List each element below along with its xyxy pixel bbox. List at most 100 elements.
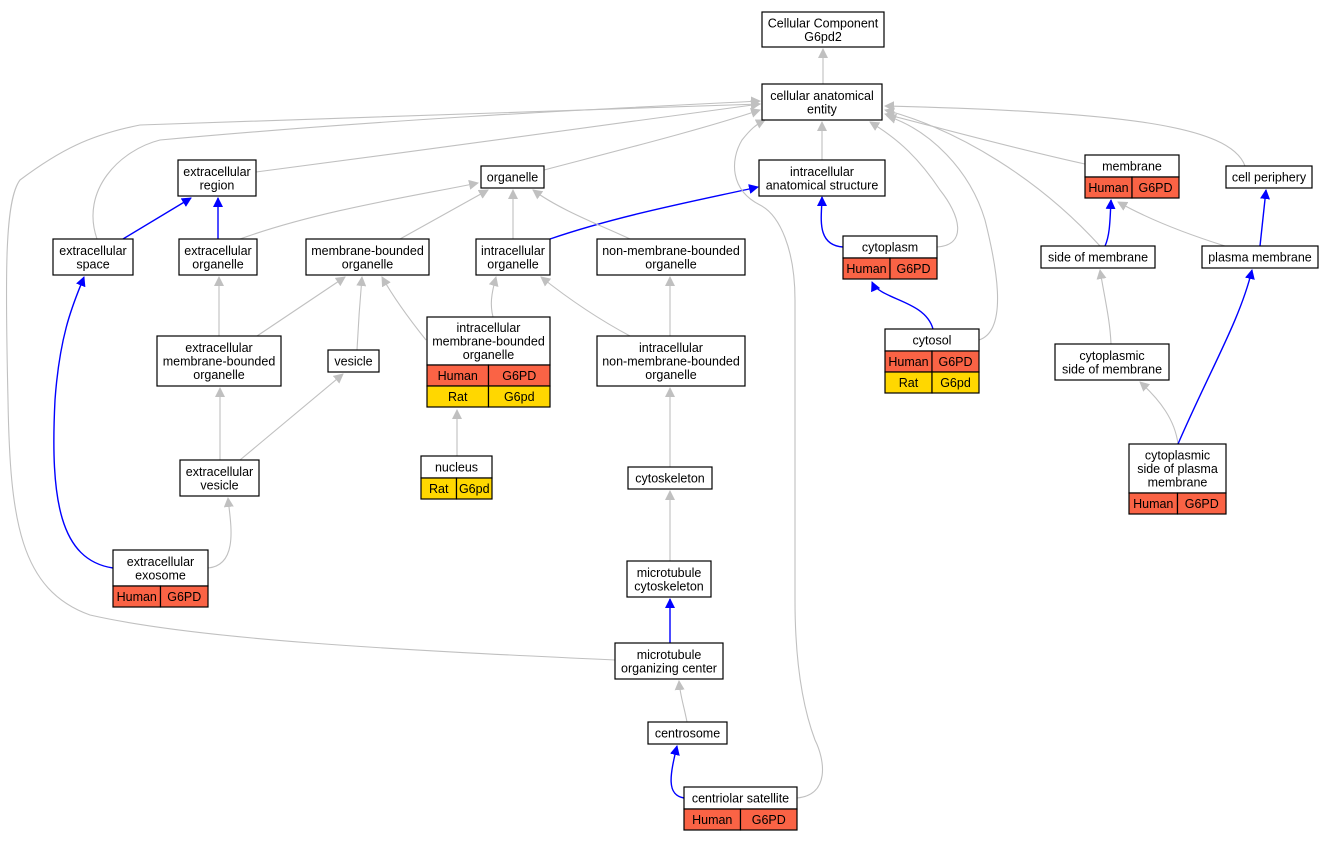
- node-cp[interactable]: cell periphery: [1225, 165, 1313, 189]
- node-ves[interactable]: vesicle: [327, 349, 380, 373]
- node-label-line: intracellular: [790, 165, 854, 179]
- node-label-line: region: [200, 178, 235, 192]
- node-label-line: Cellular Component: [768, 16, 879, 30]
- node-label-line: cytoplasmic: [1145, 449, 1210, 463]
- node-label-line: cytoskeleton: [634, 579, 704, 593]
- node-inmbo[interactable]: intracellularnon-membrane-boundedorganel…: [596, 335, 746, 387]
- edge-cytosol-to-cyto-part-of: [871, 281, 934, 330]
- node-label-line: intracellular: [639, 341, 703, 355]
- edge-som-to-cae-is-a: [884, 107, 1101, 247]
- node-label-line: centrosome: [655, 727, 720, 741]
- node-box: [177, 159, 257, 197]
- node-label-line: cytoskeleton: [635, 472, 705, 486]
- edge-pm-to-mem-is-a: [1117, 201, 1226, 247]
- node-box: [327, 349, 380, 373]
- node-label-line: membrane: [1102, 160, 1162, 174]
- node-box: [426, 316, 551, 366]
- node-cent[interactable]: centrosome: [647, 721, 728, 745]
- node-label-line: nucleus: [435, 461, 478, 475]
- node-label-line: vesicle: [334, 355, 372, 369]
- node-box: [1225, 165, 1313, 189]
- gene-label: G6PD: [752, 813, 786, 827]
- node-box: [647, 721, 728, 745]
- edge-cent-to-mtoc-is-a: [674, 680, 688, 723]
- node-label-line: extracellular: [59, 244, 126, 258]
- node-box: [627, 466, 713, 490]
- node-label-line: vesicle: [200, 478, 238, 492]
- node-box: [1054, 343, 1170, 381]
- edge-ves-to-mbo-is-a: [356, 276, 367, 351]
- species-label: Human: [117, 590, 157, 604]
- node-box: [761, 11, 885, 48]
- node-box: [112, 549, 209, 587]
- node-imbo[interactable]: intracellularmembrane-boundedorganelleHu…: [426, 316, 551, 408]
- gene-label: G6PD: [896, 262, 930, 276]
- node-box: [1201, 245, 1319, 269]
- node-som[interactable]: side of membrane: [1040, 245, 1156, 269]
- node-label-line: organelle: [645, 257, 696, 271]
- node-label-line: extracellular: [127, 555, 194, 569]
- edge-ecs-to-cae-is-a: [92, 96, 761, 240]
- node-label-line: side of membrane: [1062, 362, 1162, 376]
- node-label-line: cytosol: [913, 334, 952, 348]
- edge-csat-to-cae-is-a: [733, 119, 824, 799]
- edge-nmbo-to-org-is-a: [532, 189, 631, 240]
- node-label-line: extracellular: [185, 341, 252, 355]
- edge-cspm-to-csom-is-a: [1139, 381, 1179, 445]
- node-label-line: organelle: [463, 348, 514, 362]
- edge-mtoc-to-cae-is-a: [5, 99, 761, 661]
- species-label: Human: [846, 262, 886, 276]
- species-label: Human: [888, 355, 928, 369]
- node-box: [758, 159, 886, 197]
- species-label: Rat: [448, 390, 468, 404]
- gene-label: G6pd: [459, 482, 490, 496]
- node-label-line: centriolar satellite: [692, 792, 789, 806]
- node-box: [596, 238, 746, 276]
- node-label-line: microtubule: [637, 566, 702, 580]
- node-label-line: cytoplasmic: [1079, 349, 1144, 363]
- node-label-line: membrane-bounded: [163, 355, 276, 369]
- node-label-line: G6pd2: [804, 30, 842, 44]
- gene-cell: [159, 585, 209, 608]
- edge-cspm-to-pm-part-of: [1177, 269, 1255, 445]
- node-box: [1040, 245, 1156, 269]
- node-label-line: extracellular: [183, 165, 250, 179]
- node-org[interactable]: organelle: [480, 165, 545, 189]
- gene-label: G6pd: [940, 376, 971, 390]
- node-label-line: exosome: [135, 568, 186, 582]
- gene-label: G6PD: [1138, 181, 1172, 195]
- gene-cell: [1176, 492, 1227, 515]
- node-pm[interactable]: plasma membrane: [1201, 245, 1319, 269]
- node-csk[interactable]: cytoskeleton: [627, 466, 713, 490]
- gene-cell: [487, 385, 551, 408]
- gene-cell: [889, 257, 938, 280]
